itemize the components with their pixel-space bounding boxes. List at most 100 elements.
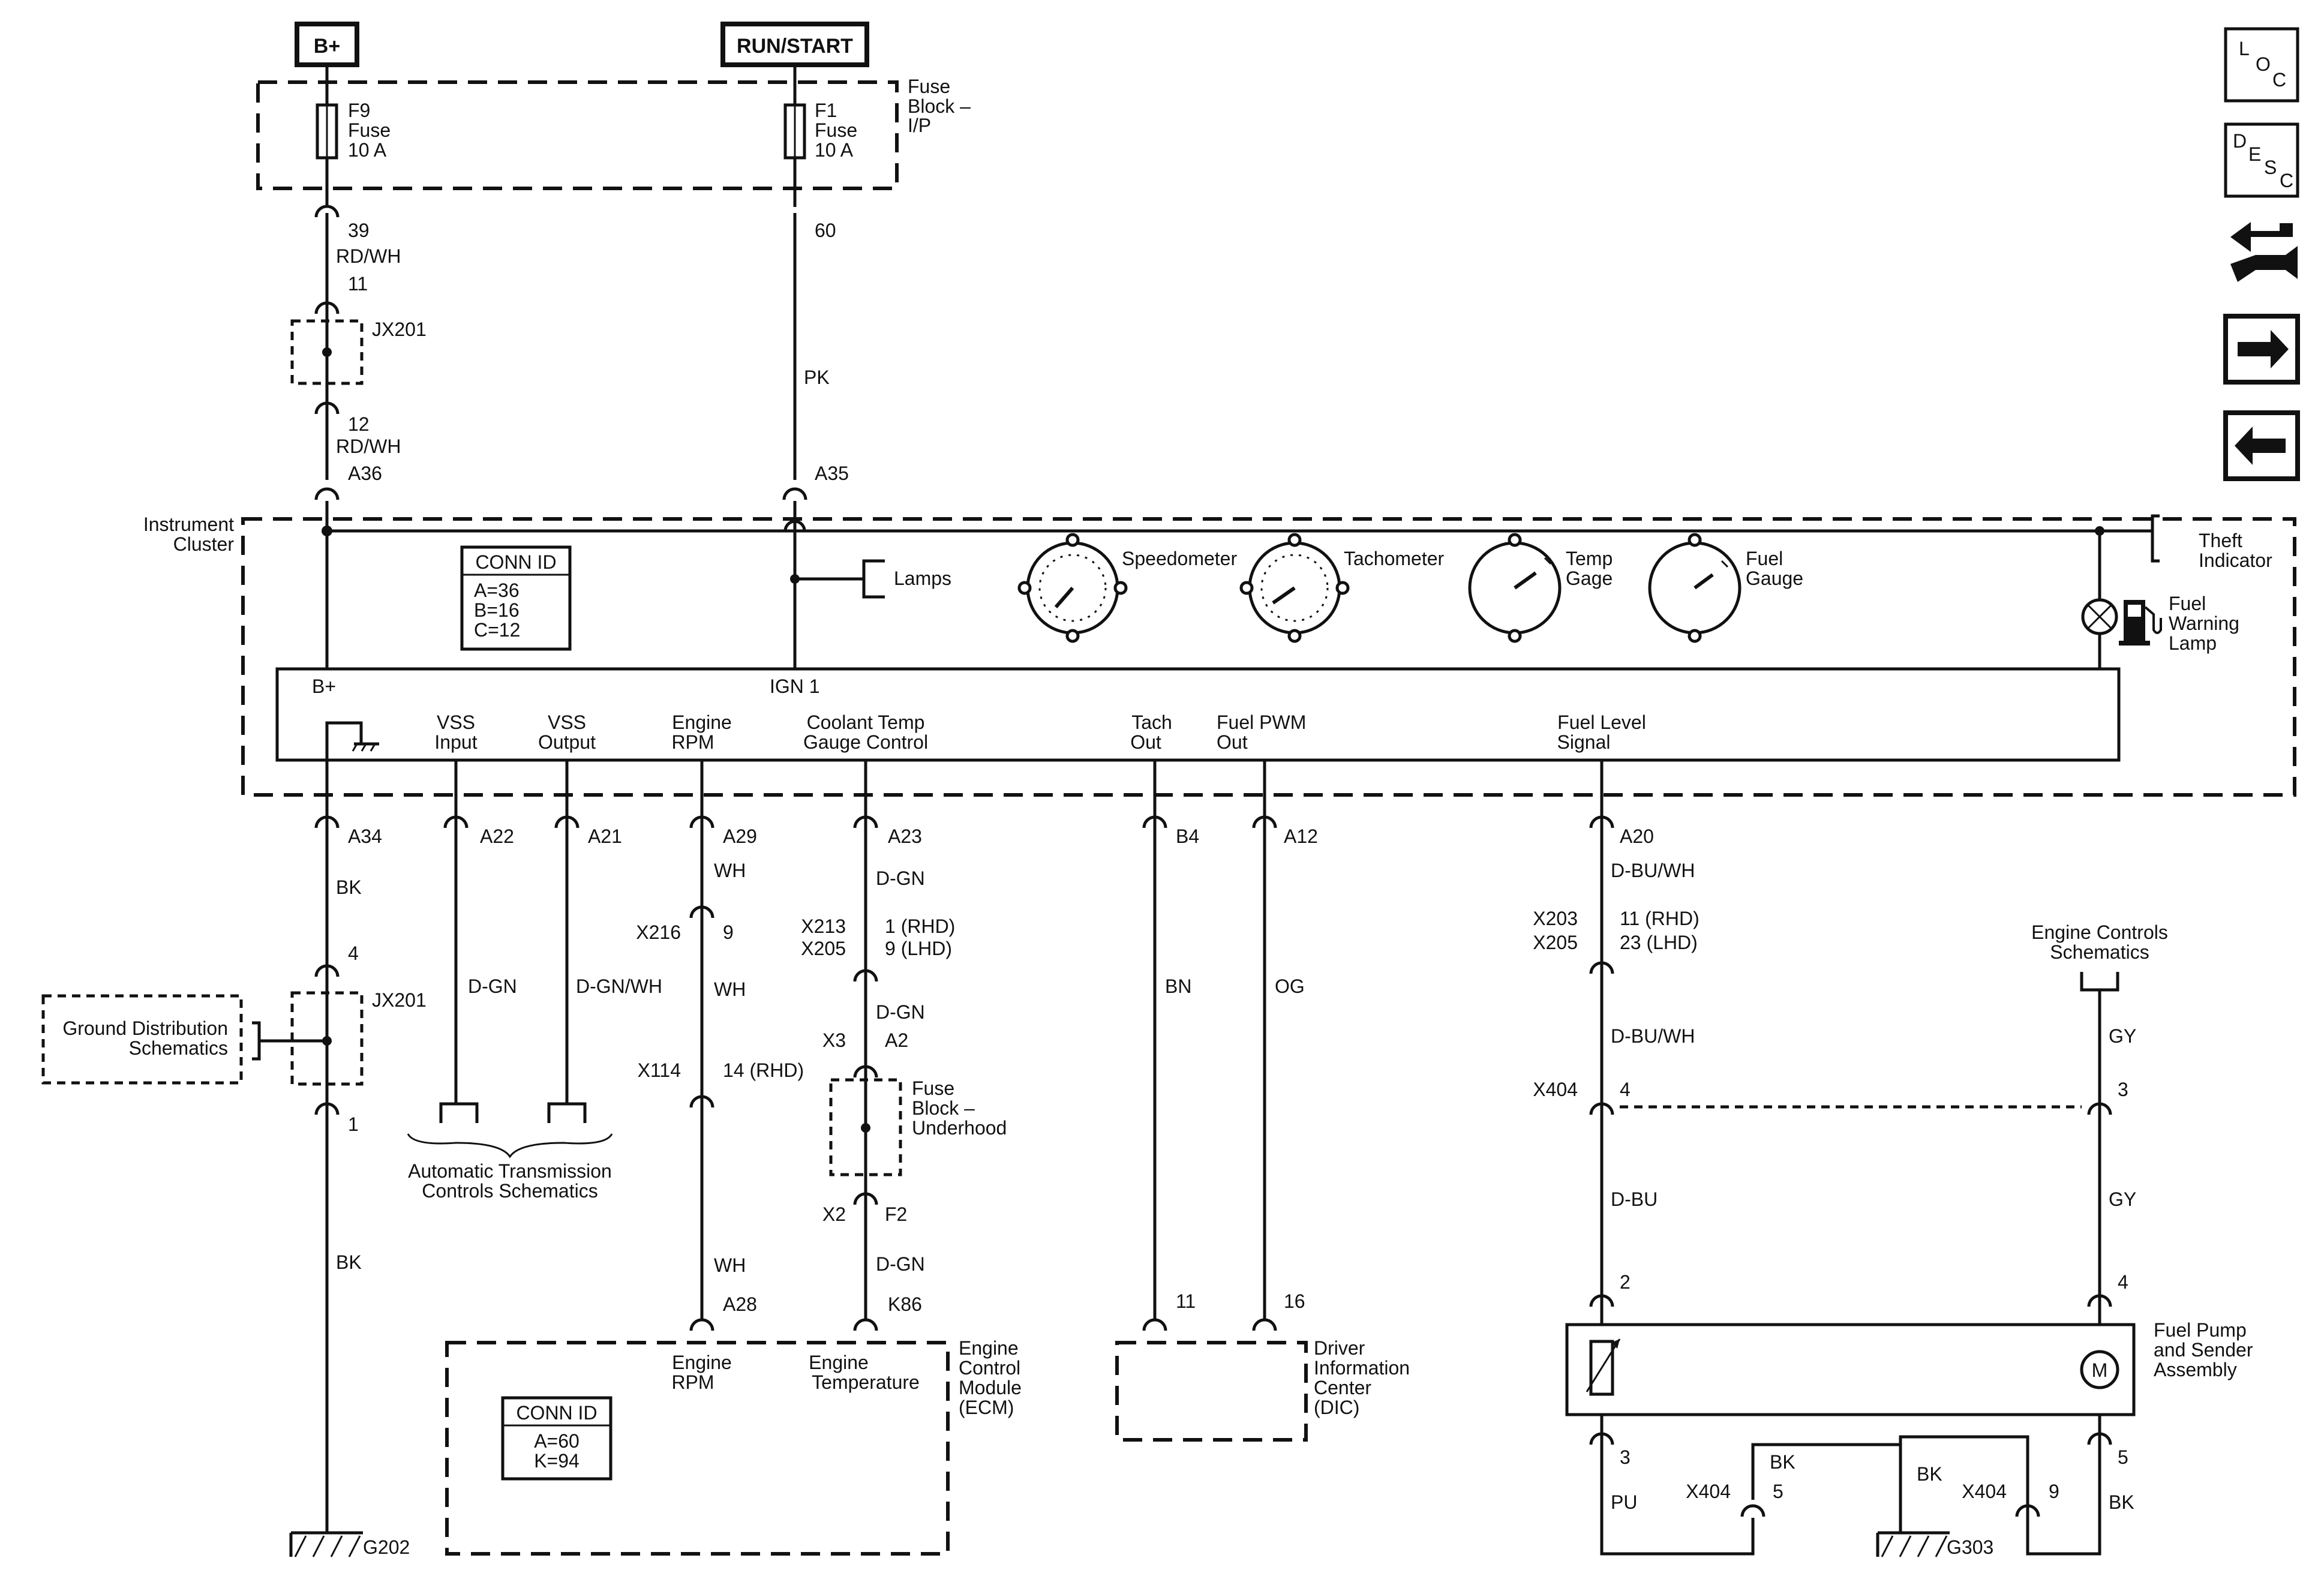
tach-out-label-2: Out: [1130, 731, 1161, 753]
ecm-conn-id-a: A=60: [534, 1430, 580, 1452]
fuse-block-label-1: Fuse: [908, 76, 950, 97]
fuse-block-underhood: [829, 1078, 902, 1176]
x404-pin-9-housing-label: X404: [1962, 1481, 2007, 1502]
wire-bk-pump-label-a: BK: [1770, 1451, 1795, 1473]
pin-11-label: 11: [348, 273, 368, 295]
ecm-engine-temp-label-1: Engine: [809, 1352, 869, 1373]
jx201-bottom-label: JX201: [372, 989, 427, 1011]
fuel-pwm-label-1: Fuel PWM: [1217, 712, 1306, 733]
transmission-schematics-label-1: Automatic Transmission: [408, 1160, 612, 1182]
fuel-warning-lamp-icon: [2081, 598, 2118, 635]
dic-label-1: Driver: [1314, 1337, 1365, 1359]
pump-pin-3-label: 3: [1620, 1446, 1631, 1468]
ground-dist-label-2: Schematics: [129, 1037, 228, 1059]
cluster-bplus-label: B+: [312, 676, 336, 697]
bplus-source-label: B+: [314, 35, 340, 58]
desc-icon-s: S: [2264, 157, 2277, 178]
dic-label-2: Information: [1314, 1357, 1410, 1379]
x203-label: X203: [1533, 908, 1578, 929]
fuel-pump-label-2: and Sender: [2154, 1339, 2253, 1361]
fuel-pump-sender-assembly: [1565, 1323, 2136, 1416]
fuse-f1-name: F1: [815, 100, 837, 121]
ground-dist-label-1: Ground Distribution: [62, 1017, 228, 1039]
wire-dbu-label: D-BU: [1611, 1188, 1658, 1210]
cluster-conn-id-c: C=12: [474, 619, 520, 641]
ecm-name-label-2: Control: [959, 1357, 1020, 1379]
fuel-pump-motor-icon: M: [2080, 1350, 2119, 1389]
cluster-conn-id-box: [460, 545, 572, 651]
ground-g202-label: G202: [363, 1536, 410, 1558]
instrument-cluster-box: [241, 517, 2296, 797]
x213-label: X213: [801, 915, 846, 937]
connector-view-icon[interactable]: [2230, 222, 2298, 282]
wire-gy-label-1: GY: [2109, 1025, 2136, 1047]
wire-bn-label: BN: [1165, 975, 1191, 997]
tachometer-icon: [1239, 533, 1350, 643]
dic-pin-11-label: 11: [1176, 1290, 1196, 1312]
wire-bk-pump-label-b: BK: [1917, 1463, 1942, 1485]
fuel-pump-label-1: Fuel Pump: [2154, 1319, 2247, 1341]
pin-a35-connector: [784, 489, 806, 500]
fuel-pump-symbol-icon: [2119, 600, 2162, 646]
engine-controls-label-1: Engine Controls: [2031, 921, 2168, 943]
dic-pin-16-connector: [1254, 1320, 1275, 1331]
speedometer-label: Speedometer: [1122, 548, 1237, 569]
tach-out-label-1: Tach: [1131, 712, 1172, 733]
next-page-icon[interactable]: [2223, 314, 2300, 385]
engine-rpm-label-2: RPM: [671, 731, 714, 753]
desc-icon-e: E: [2248, 143, 2261, 165]
ground-g303-icon: [1876, 1531, 1950, 1557]
x3-pin-a2-label: A2: [885, 1029, 908, 1051]
x404-pin-5-connector: [1742, 1506, 1764, 1517]
engine-rpm-label-1: Engine: [672, 712, 732, 733]
pump-pin-5-label: 5: [2118, 1446, 2128, 1468]
cluster-ign1-label: IGN 1: [770, 676, 820, 697]
temp-gage-label-2: Gage: [1566, 568, 1613, 589]
pin-k86-connector: [855, 1320, 876, 1331]
pin-1-label: 1: [348, 1113, 359, 1135]
fuel-gauge-label-2: Gauge: [1746, 568, 1803, 589]
pin-60-label: 60: [815, 220, 836, 241]
pin-a20-label: A20: [1620, 825, 1654, 847]
tachometer-label: Tachometer: [1344, 548, 1445, 569]
loc-icon[interactable]: L O C: [2224, 27, 2299, 103]
fuel-sender-variable-resistor-icon: [1586, 1338, 1621, 1396]
desc-icon-c: C: [2280, 170, 2293, 191]
x2-label: X2: [822, 1203, 846, 1225]
pin-a35-label: A35: [815, 463, 849, 484]
wire-wh-label-1: WH: [714, 860, 746, 881]
speedometer-icon: [1017, 533, 1128, 643]
lamps-label: Lamps: [894, 568, 951, 589]
fuse-block-label-2: Block –: [908, 95, 971, 117]
wire-pk-label: PK: [804, 367, 830, 388]
pin-k86-label: K86: [888, 1293, 922, 1315]
fuse-block-label-3: I/P: [908, 115, 931, 136]
engine-controls-label-2: Schematics: [2050, 941, 2149, 963]
fuse-f9-type: Fuse: [348, 119, 391, 141]
x404-pin-9-label: 9: [2049, 1481, 2059, 1502]
previous-page-icon[interactable]: [2223, 410, 2300, 481]
vss-output-label-1: VSS: [548, 712, 586, 733]
fuse-f1-rating: 10 A: [815, 139, 854, 161]
fuel-warning-label-2: Warning: [2169, 613, 2239, 634]
dic-pin-16-label: 16: [1284, 1290, 1305, 1312]
cluster-label-1: Instrument: [143, 514, 234, 535]
x216-label: X216: [636, 921, 681, 943]
desc-icon[interactable]: D E S C: [2224, 122, 2299, 198]
ground-g303-label: G303: [1947, 1536, 1993, 1558]
x2-pin-f2-label: F2: [885, 1203, 907, 1225]
fuse-f9-rating: 10 A: [348, 139, 387, 161]
ecm-box: [445, 1341, 950, 1556]
ecm-engine-temp-label-2: Temperature: [812, 1371, 920, 1393]
jx201-splice-top: [290, 319, 364, 385]
transmission-schematics-label-2: Controls Schematics: [422, 1180, 597, 1202]
wire-rdwh-label-2: RD/WH: [336, 436, 401, 457]
wire-bk-label-1: BK: [336, 876, 362, 898]
fuel-level-label-1: Fuel Level: [1557, 712, 1646, 733]
ecm-name-label-1: Engine: [959, 1337, 1019, 1359]
fuse-f1-type: Fuse: [815, 119, 857, 141]
x205-fuel-label: X205: [1533, 932, 1578, 953]
wire-bk-pump-label-c: BK: [2109, 1491, 2134, 1513]
motor-label: M: [2092, 1359, 2108, 1381]
pin-a28-connector: [691, 1320, 713, 1331]
